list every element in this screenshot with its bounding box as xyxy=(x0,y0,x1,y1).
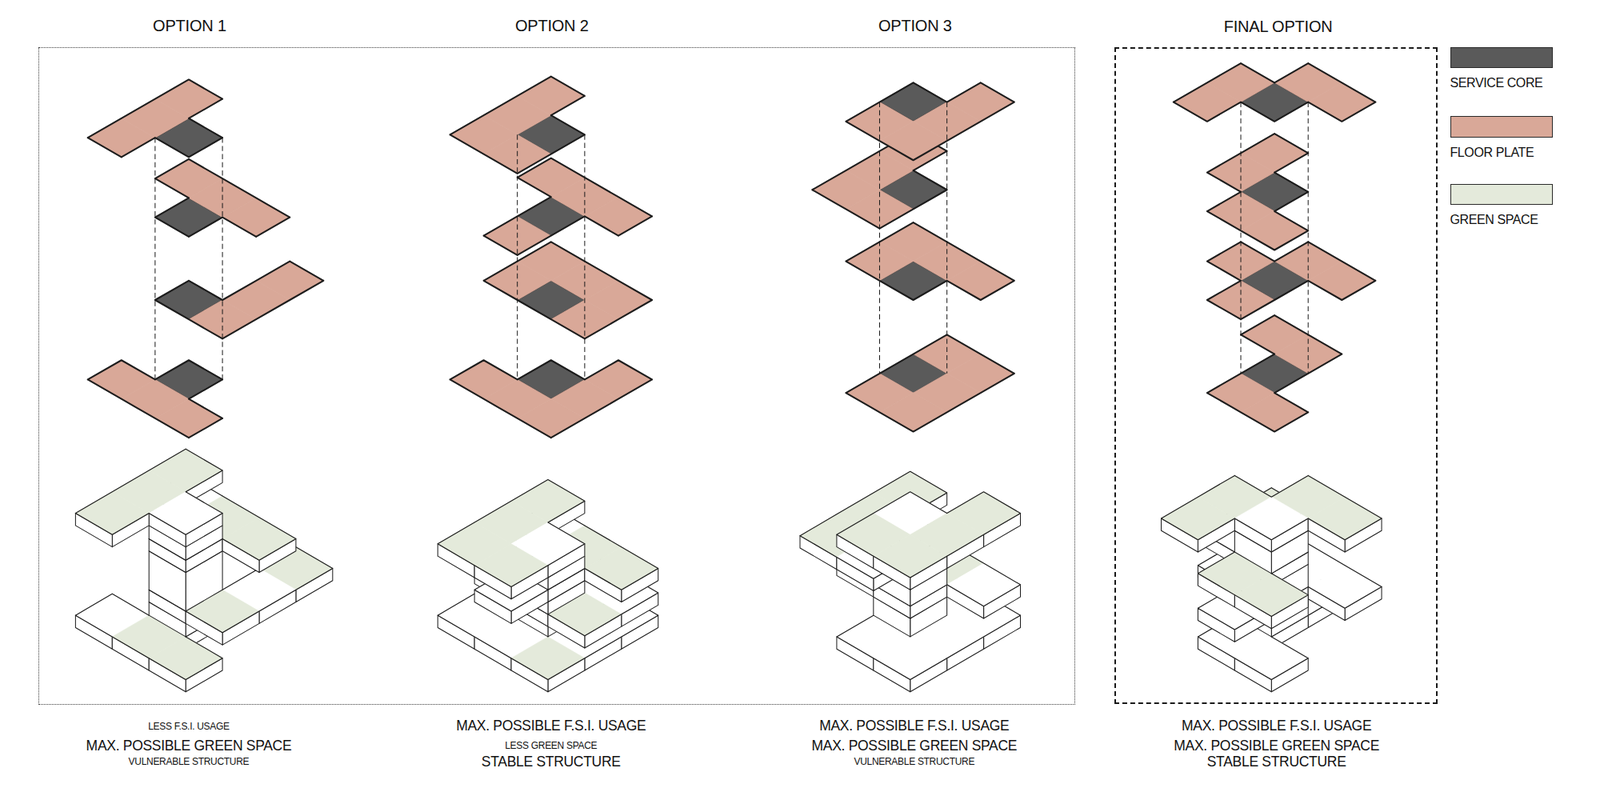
floor-plate xyxy=(947,261,1015,300)
floor-plate xyxy=(517,76,585,116)
green-space xyxy=(1161,496,1236,540)
floor-plate-outline xyxy=(88,360,223,438)
exploded-floor-plates xyxy=(1173,63,1376,432)
floor-plate-outline xyxy=(155,261,324,340)
floor-plate xyxy=(155,399,223,438)
core-alignment-line xyxy=(584,134,585,380)
floor-plate xyxy=(947,82,1015,121)
floor-plate xyxy=(256,261,324,300)
exploded-floor-plates xyxy=(812,82,1015,432)
floor-plate-outline xyxy=(1173,63,1376,122)
floor-plate-outline xyxy=(450,360,653,438)
options-frame: OPTION 1OPTION 2OPTION 3 xyxy=(38,47,1076,706)
slab-top xyxy=(947,563,1021,607)
column-heading: OPTION 2 xyxy=(424,16,680,36)
legend-swatch xyxy=(1450,116,1554,138)
column-heading: OPTION 3 xyxy=(787,16,1044,36)
option-criterion: MAX. POSSIBLE F.S.I. USAGE xyxy=(762,717,1067,735)
option-criterion: STABLE STRUCTURE xyxy=(1124,753,1429,771)
floor-plate xyxy=(1240,133,1308,172)
legend-swatch xyxy=(1450,47,1554,69)
massing-model xyxy=(75,448,332,692)
floor-plate-outline xyxy=(845,334,1014,432)
green-space xyxy=(1234,573,1308,617)
legend-entry: FLOOR PLATE xyxy=(1450,116,1595,172)
core-alignment-line xyxy=(222,137,224,380)
slab-top xyxy=(1234,636,1308,680)
floor-plate xyxy=(584,360,652,399)
final-option-frame: FINAL OPTION xyxy=(1114,47,1438,704)
floor-plate xyxy=(1308,82,1376,121)
slab-outline xyxy=(836,492,1021,578)
floor-plate xyxy=(155,79,223,118)
option-criterion: LESS F.S.I. USAGE xyxy=(36,720,341,732)
option-criterion: MAX. POSSIBLE GREEN SPACE xyxy=(36,737,341,755)
green-space xyxy=(222,517,296,561)
option-criterion: STABLE STRUCTURE xyxy=(399,753,704,771)
option-criterion: MAX. POSSIBLE F.S.I. USAGE xyxy=(399,717,704,735)
legend-entry: GREEN SPACE xyxy=(1450,184,1595,240)
floor-plate xyxy=(1308,261,1376,300)
floor-plate-outline xyxy=(1207,241,1376,320)
floor-plate-outline xyxy=(450,76,585,174)
green-space xyxy=(1308,496,1382,540)
legend-label: FLOOR PLATE xyxy=(1450,144,1595,161)
green-space xyxy=(75,492,149,536)
slab-top xyxy=(873,636,948,680)
floor-plate-outline xyxy=(484,241,652,339)
core-alignment-line xyxy=(1308,102,1309,374)
floor-plate xyxy=(1240,211,1308,250)
green-space xyxy=(148,636,223,680)
option-criterion: MAX. POSSIBLE F.S.I. USAGE xyxy=(1124,717,1429,735)
option-criterion: VULNERABLE STRUCTURE xyxy=(762,756,1067,768)
legend-entry: SERVICE CORE xyxy=(1450,47,1595,104)
option-criterion: LESS GREEN SPACE xyxy=(399,740,704,752)
column-heading: FINAL OPTION xyxy=(1150,16,1407,36)
slab-top xyxy=(1308,565,1382,609)
slab-top xyxy=(148,492,223,536)
core-alignment-line xyxy=(516,134,518,380)
green-space xyxy=(511,636,585,680)
floor-plate-outline xyxy=(484,158,652,256)
exploded-floor-plates xyxy=(450,76,653,439)
massing-model xyxy=(800,471,1021,692)
core-alignment-line xyxy=(154,137,156,380)
legend-swatch xyxy=(1450,184,1554,206)
exploded-floor-plates xyxy=(88,79,324,438)
green-space xyxy=(474,544,548,588)
slab-outline xyxy=(75,448,223,535)
slab-top xyxy=(1234,496,1308,540)
option-criterion: MAX. POSSIBLE GREEN SPACE xyxy=(762,737,1067,755)
option-criterion: VULNERABLE STRUCTURE xyxy=(36,756,341,768)
core-alignment-line xyxy=(946,102,948,374)
floor-plate xyxy=(584,196,652,236)
green-space xyxy=(584,547,659,591)
slab-outline xyxy=(1161,475,1383,540)
massing-model xyxy=(437,479,659,692)
option-criterion: MAX. POSSIBLE GREEN SPACE xyxy=(1124,737,1429,755)
green-space xyxy=(873,534,948,578)
floor-plate xyxy=(1240,392,1308,432)
legend-label: GREEN SPACE xyxy=(1450,212,1595,228)
core-alignment-line xyxy=(1240,102,1242,374)
floor-plate xyxy=(222,197,290,236)
column-heading: OPTION 1 xyxy=(61,16,318,36)
core-alignment-line xyxy=(879,102,880,374)
floor-plate-outline xyxy=(1207,133,1308,250)
floor-plate-outline xyxy=(1207,315,1342,432)
slab-outline xyxy=(437,479,585,587)
massing-model xyxy=(1161,475,1383,692)
floor-plate-outline xyxy=(845,222,1014,300)
floor-plate-outline xyxy=(88,79,223,157)
floor-plate-outline xyxy=(845,82,1014,160)
legend-label: SERVICE CORE xyxy=(1450,75,1595,92)
floor-plate xyxy=(1207,63,1275,102)
